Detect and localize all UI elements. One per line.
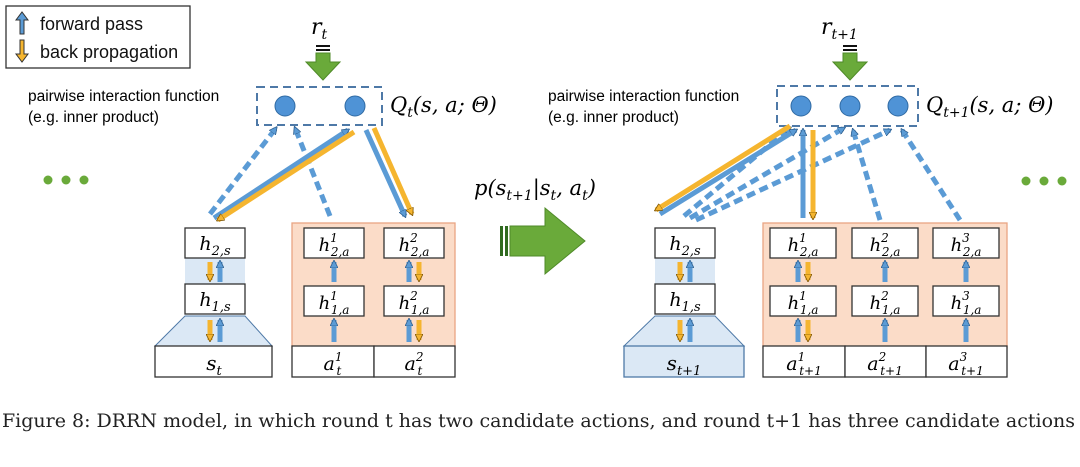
- state-trapezoid: [153, 315, 274, 347]
- interaction-label-t: pairwise interaction function: [28, 88, 219, 105]
- action1-h2-box: [303, 227, 365, 259]
- round-t: rt pairwise interaction function (e.g. i…: [28, 15, 497, 379]
- action1-h1-box: [303, 285, 365, 317]
- interaction-box-t1: [776, 85, 919, 127]
- state-input-label: st: [206, 351, 222, 379]
- state-fill: [185, 258, 245, 284]
- state-h1-box: [654, 283, 716, 315]
- interaction-node: [790, 95, 812, 117]
- state-fill: [655, 258, 715, 284]
- ellipsis-right-icon: [1021, 176, 1067, 186]
- action1-h2-box: [769, 227, 837, 259]
- legend: forward pass back propagation: [5, 5, 191, 69]
- action2-h1-box: [851, 285, 919, 317]
- transition-label: p(st+1|st, at): [474, 176, 596, 204]
- action2-h2-box: [383, 227, 445, 259]
- legend-back-label: back propagation: [40, 42, 178, 62]
- state-input-box: [623, 345, 745, 378]
- state-h2-label: h2,s: [199, 233, 231, 259]
- action1-input-box: [762, 345, 846, 378]
- interaction-node: [274, 95, 296, 117]
- action2-h2-box: [851, 227, 919, 259]
- action1-h1-box: [769, 285, 837, 317]
- reward-label-t: rt: [311, 15, 328, 43]
- reward-label-t1: rt+1: [821, 15, 858, 43]
- figure-caption: Figure 8: DRRN model, in which round t h…: [2, 410, 1076, 432]
- state-h1-label: h1,s: [199, 289, 231, 315]
- action-arrows: [798, 262, 966, 342]
- state-arrows: [680, 262, 690, 342]
- reward-arrow-icon: [304, 45, 342, 81]
- interaction-box-t: [256, 86, 383, 126]
- state-arrows: [210, 262, 220, 342]
- state-h2-box: [184, 227, 246, 259]
- interaction-node: [887, 95, 909, 117]
- round-t-plus-1: rt+1 pairwise interaction function (e.g.…: [548, 15, 1053, 379]
- state-trapezoid: [622, 315, 746, 347]
- q-label-t: Qt(s, a; Θ): [390, 93, 497, 121]
- state-h2-label: h2,s: [669, 233, 701, 259]
- action-arrows: [334, 262, 419, 342]
- state-h1-box: [184, 283, 246, 315]
- action2-h1-box: [383, 285, 445, 317]
- state-input-label: st+1: [667, 351, 702, 379]
- interaction-example-t: (e.g. inner product): [28, 109, 159, 126]
- connection-arrows: [208, 128, 415, 223]
- state-h2-box: [654, 227, 716, 259]
- action3-h1-box: [932, 285, 1000, 317]
- action3-input-box: [925, 345, 1008, 378]
- transition-arrow-icon: [500, 206, 586, 276]
- interaction-node: [344, 95, 366, 117]
- ellipsis-left-icon: [43, 175, 89, 185]
- action3-h2-box: [932, 227, 1000, 259]
- back-propagation-arrow-icon: [15, 39, 29, 63]
- state-input-box: [154, 345, 273, 378]
- action2-input-box: [373, 345, 456, 378]
- connection-arrows: [656, 123, 963, 223]
- interaction-example-t1: (e.g. inner product): [548, 109, 679, 126]
- legend-forward-label: forward pass: [40, 14, 143, 34]
- q-label-t1: Qt+1(s, a; Θ): [926, 93, 1053, 121]
- reward-arrow-icon: [831, 45, 869, 81]
- interaction-label-t1: pairwise interaction function: [548, 88, 739, 105]
- transition: p(st+1|st, at): [474, 176, 596, 276]
- state-h1-label: h1,s: [669, 289, 701, 315]
- forward-pass-arrow-icon: [15, 11, 29, 35]
- legend-box: [5, 5, 191, 69]
- drrn-diagram: forward pass back propagation rt pairwis…: [5, 5, 1067, 379]
- interaction-node: [839, 95, 861, 117]
